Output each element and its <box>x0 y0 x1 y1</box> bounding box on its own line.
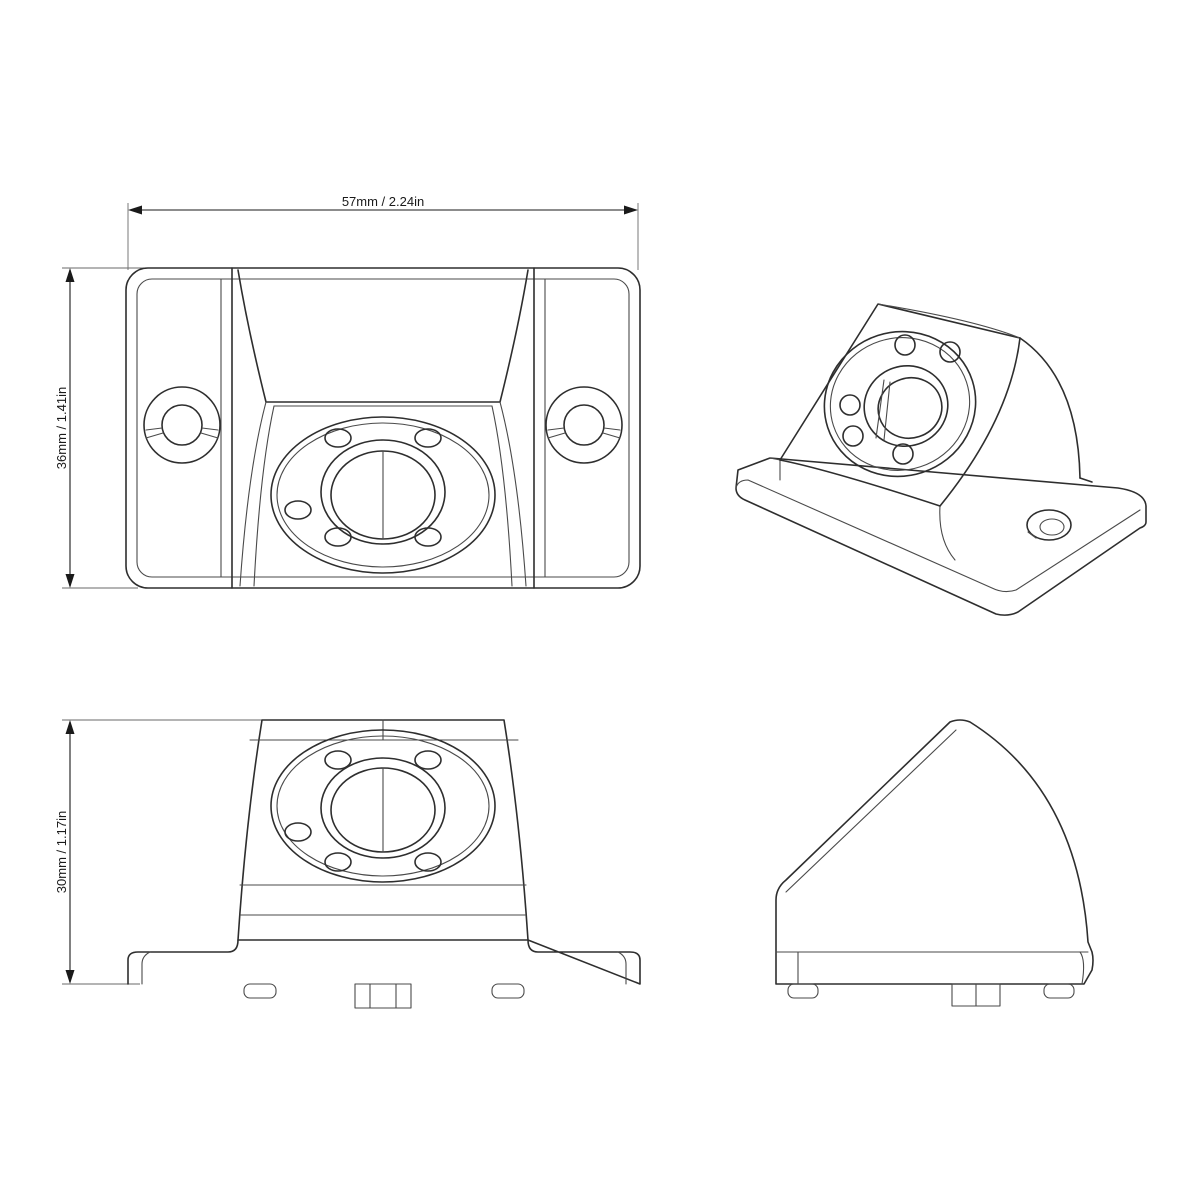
lens-assembly-top <box>270 416 496 574</box>
lens-assembly-front <box>270 729 496 883</box>
width-dimension-label: 57mm / 2.24in <box>342 194 424 209</box>
bottom-fasteners-side <box>787 983 1075 1007</box>
depth-dimension-label: 36mm / 1.41in <box>54 387 69 469</box>
side-view <box>775 719 1094 1007</box>
base-plate-outline <box>125 267 641 589</box>
front-view: 30mm / 1.17in <box>54 719 641 1009</box>
bottom-fasteners-front <box>243 983 525 1009</box>
depth-dimension: 36mm / 1.41in <box>54 267 150 589</box>
top-view: 57mm / 2.24in 36mm / 1.41in <box>54 194 641 589</box>
left-mount-hole <box>143 386 221 464</box>
width-dimension: 57mm / 2.24in <box>127 194 639 270</box>
isometric-lens <box>823 330 977 478</box>
isometric-mount-hole <box>1026 509 1072 541</box>
height-dimension: 30mm / 1.17in <box>54 719 262 985</box>
isometric-view <box>735 303 1147 616</box>
right-mount-hole <box>545 386 623 464</box>
height-dimension-label: 30mm / 1.17in <box>54 811 69 893</box>
